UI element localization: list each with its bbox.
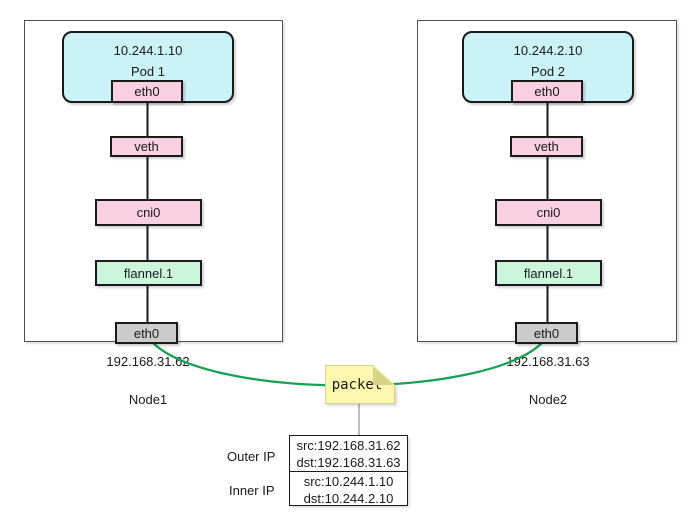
node1-veth-box: veth — [110, 136, 183, 157]
node2-flannel-box: flannel.1 — [495, 260, 602, 286]
node1-host-ip: 192.168.31.62 — [106, 354, 190, 369]
node1-title: Node1 — [128, 392, 168, 407]
node2-cni0-box: cni0 — [495, 199, 602, 226]
outer-ip-src: src:192.168.31.62 — [296, 438, 401, 453]
inner-ip-label: Inner IP — [229, 483, 275, 498]
node1-pod-eth0-box: eth0 — [111, 80, 183, 103]
node2-pod-eth0-box: eth0 — [511, 80, 583, 103]
node1-flannel-box: flannel.1 — [95, 260, 202, 286]
outer-ip-box: src:192.168.31.62 dst:192.168.31.63 — [289, 435, 408, 472]
packet-note: packet — [325, 365, 395, 404]
node2-pod-label: Pod 2 — [531, 64, 565, 79]
node2-veth-box: veth — [510, 136, 583, 157]
packet-note-label: packet — [331, 376, 383, 393]
inner-ip-box: src:10.244.1.10 dst:10.244.2.10 — [289, 471, 408, 506]
inner-ip-src: src:10.244.1.10 — [303, 474, 394, 489]
outer-ip-dst: dst:192.168.31.63 — [296, 455, 401, 470]
inner-ip-dst: dst:10.244.2.10 — [303, 491, 394, 506]
node1-pod-ip: 10.244.1.10 — [113, 43, 183, 58]
node1-cni0-box: cni0 — [95, 199, 202, 226]
node2-pod-ip: 10.244.2.10 — [513, 43, 583, 58]
node1-host-eth0-box: eth0 — [115, 322, 178, 344]
node1-pod-label: Pod 1 — [131, 64, 165, 79]
outer-ip-label: Outer IP — [227, 449, 276, 464]
node2-title: Node2 — [528, 392, 568, 407]
node2-host-eth0-box: eth0 — [515, 322, 578, 344]
node2-host-ip: 192.168.31.63 — [506, 354, 590, 369]
packet-header-stack: src:192.168.31.62 dst:192.168.31.63 src:… — [289, 435, 408, 506]
